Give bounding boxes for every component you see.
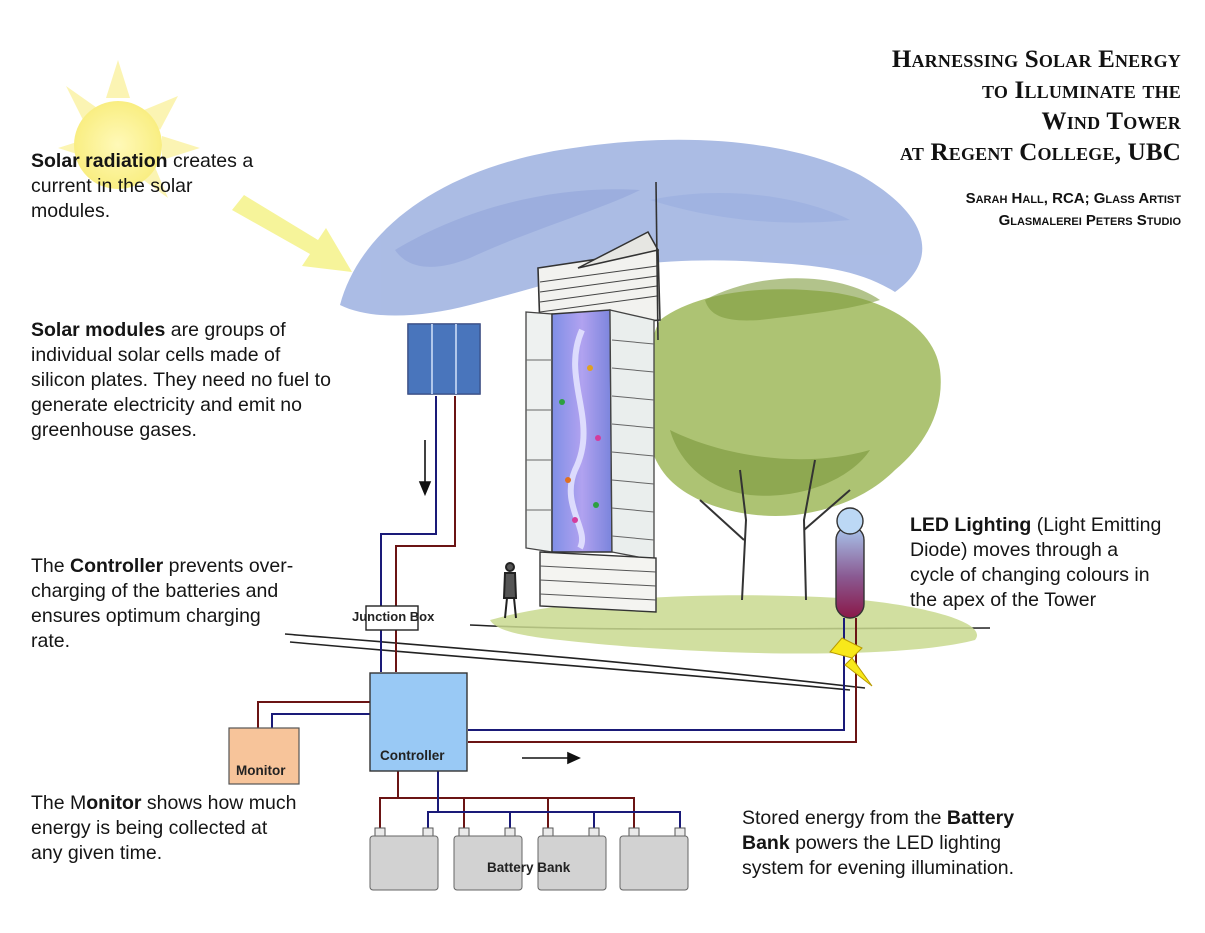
caption-controller: The Controller prevents over- charging o… bbox=[31, 555, 294, 652]
caption-battery-bank: Stored energy from the Battery Bank powe… bbox=[742, 807, 1015, 879]
battery-1 bbox=[369, 835, 439, 891]
wire-red-solar bbox=[395, 396, 456, 606]
title-line-2: to Illuminate the bbox=[981, 77, 1181, 104]
sky-clouds bbox=[340, 139, 923, 316]
controller-box bbox=[369, 672, 468, 772]
controller-label: Controller bbox=[380, 748, 445, 763]
flow-arrow-right bbox=[522, 751, 581, 765]
wire-red-monitor bbox=[257, 701, 370, 728]
lightning-bolt-icon bbox=[829, 637, 873, 687]
credit-studio: Glasmalerei Peters Studio bbox=[998, 212, 1181, 229]
wire-blue-solar bbox=[380, 396, 437, 606]
battery-bank bbox=[369, 827, 689, 891]
monitor-box bbox=[228, 727, 300, 785]
radiation-arrow bbox=[232, 195, 352, 272]
caption-solar-modules: Solar modules are groups of individual s… bbox=[31, 319, 331, 441]
battery-3 bbox=[537, 835, 607, 891]
title-line-3: Wind Tower bbox=[1041, 108, 1181, 135]
battery-4 bbox=[619, 835, 689, 891]
led-lamp-icon bbox=[835, 507, 865, 619]
battery-2 bbox=[453, 835, 523, 891]
wind-tower bbox=[502, 181, 661, 619]
battery-bank-label: Battery Bank bbox=[487, 860, 571, 875]
title-line-4: at Regent College, UBC bbox=[899, 139, 1181, 166]
wire-blue-led bbox=[468, 618, 857, 743]
credit-artist: Sarah Hall, RCA; Glass Artist bbox=[965, 190, 1181, 207]
junction-box bbox=[365, 605, 419, 631]
junction-box-label: Junction Box bbox=[352, 609, 435, 624]
caption-led-lighting: LED Lighting (Light Emitting Diode) move… bbox=[910, 514, 1162, 611]
wire-blue-monitor bbox=[271, 713, 370, 728]
title-block: Harnessing Solar Energy to Illuminate th… bbox=[892, 44, 1181, 232]
wire-blue-battery bbox=[427, 771, 681, 830]
monitor-label: Monitor bbox=[236, 763, 286, 778]
wire-red-battery bbox=[379, 771, 635, 830]
title-line-1: Harnessing Solar Energy bbox=[891, 46, 1181, 73]
caption-solar-radiation: Solar radiation creates a current in the… bbox=[31, 150, 254, 222]
flow-arrow-down bbox=[418, 440, 432, 497]
sun-icon bbox=[58, 60, 200, 198]
solar-panel-icon bbox=[407, 323, 481, 395]
caption-monitor: The Monitor shows how much energy is bei… bbox=[31, 792, 297, 864]
